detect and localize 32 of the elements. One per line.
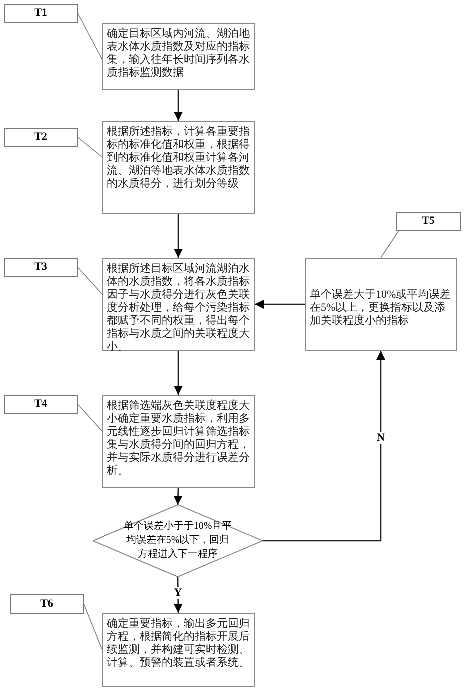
step-text: 根据筛选端灰色关联度程度大小确定重要水质指标，利用多元线性逐步回归计算筛选指标集与水质得分间的回归方程，并与实际水质得分进行误差分析。 [107, 400, 250, 478]
process-box [305, 258, 457, 351]
leader-line [84, 604, 102, 650]
step-tag: T1 [4, 4, 78, 23]
arrow [174, 488, 183, 506]
leader-line [78, 267, 102, 294]
step-tag: T6 [10, 594, 84, 614]
step-text: 确定目标区域内河流、湖泊地表水体水质指数及对应的指标集，输入往年长时间序列各水质指标监测数据 [107, 28, 250, 80]
process-box [102, 395, 255, 488]
step-tag: T2 [4, 128, 78, 147]
process-box [102, 23, 255, 90]
decision-text: 单个误差小于于10%且平均误差在5%以下，回归方程进入下一程序 [122, 520, 234, 562]
edge-label: N [376, 432, 386, 444]
leader-line [78, 137, 102, 158]
arrow [174, 214, 183, 258]
process-box [102, 613, 255, 687]
leader-line [78, 13, 102, 60]
process-box [102, 121, 255, 214]
step-tag: T3 [4, 258, 78, 277]
step-tag: T5 [396, 212, 461, 231]
step-tag: T4 [4, 395, 78, 414]
arrow [263, 351, 386, 542]
step-text: 根据所述指标，计算各重要指标的标准化值和权重，根据得到的标准化值和权重计算各河流、湖泊等地表水体水质指数的水质得分，进行划分等级 [107, 126, 250, 191]
step-text: 单个误差大于10%或平均误差在5%以上，更换指标以及添加关联程度小的指标 [310, 289, 452, 328]
step-text: 确定重要指标，输出多元回归方程，根据简化的指标开展后续监测，并构建可实时检测、计算、预警的装置或者系统。 [107, 618, 250, 670]
step-text: 根据所述目标区域河流湖泊水体的水质指数，将各水质指标因子与水质得分进行灰色关联度分析处理，给每个污染指标都赋予不同的权重，得出每个指标与水质之间的关联程度大小。 [107, 263, 250, 354]
leader-line [78, 404, 102, 432]
arrow [174, 90, 183, 121]
leader-line [380, 230, 400, 258]
edge-label: Y [173, 587, 184, 599]
arrow [174, 351, 183, 395]
arrow [255, 300, 305, 309]
